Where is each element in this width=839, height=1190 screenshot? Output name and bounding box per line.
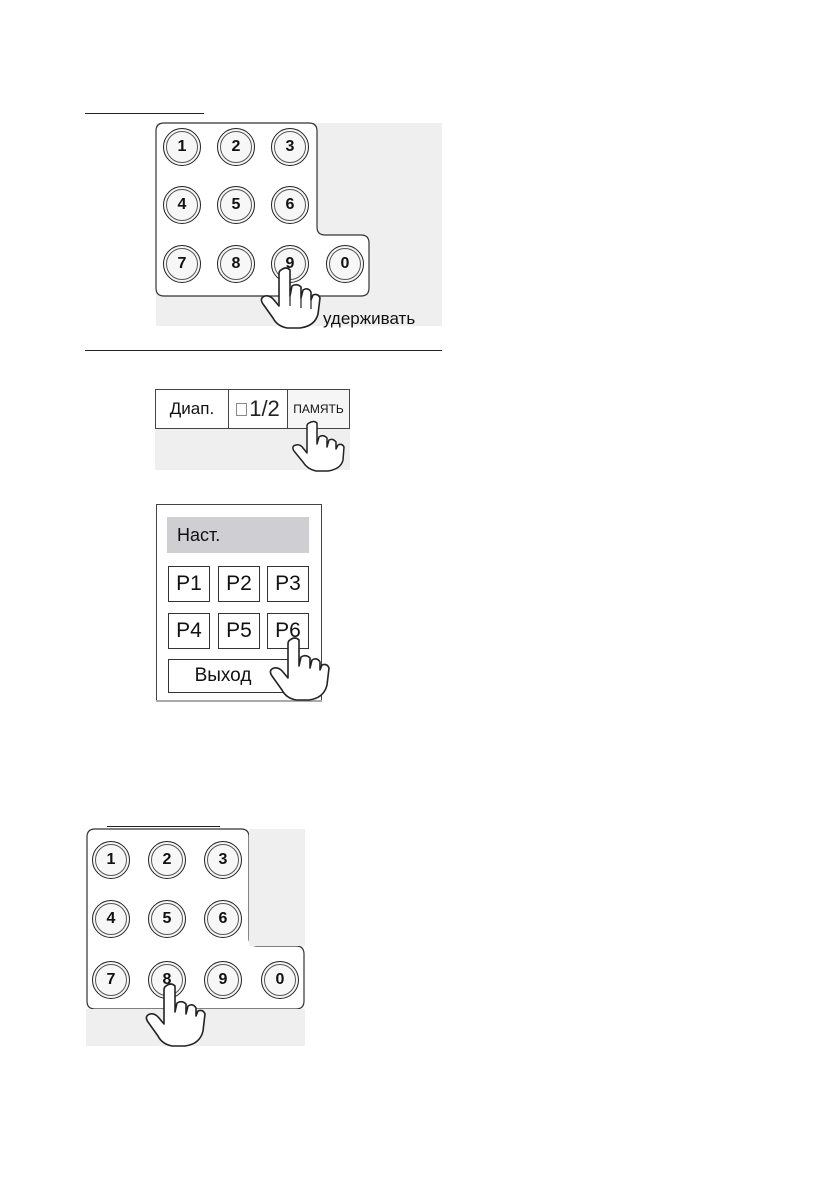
header-rule-2 bbox=[107, 826, 220, 827]
key-button[interactable]: 1 bbox=[163, 128, 201, 166]
key-button[interactable]: 0 bbox=[261, 961, 299, 999]
key-button[interactable]: 4 bbox=[163, 186, 201, 224]
half-button[interactable]: 1/2 bbox=[229, 390, 288, 428]
key-label: 2 bbox=[231, 138, 241, 155]
key-label: 9 bbox=[218, 971, 228, 988]
key-button[interactable]: 2 bbox=[148, 841, 186, 879]
preset-button-p5[interactable]: P5 bbox=[218, 613, 260, 649]
pointing-hand-icon bbox=[292, 420, 345, 472]
key-button[interactable]: 0 bbox=[326, 245, 364, 283]
key-button[interactable]: 9 bbox=[204, 961, 242, 999]
key-button[interactable]: 6 bbox=[271, 186, 309, 224]
key-button[interactable]: 8 bbox=[217, 245, 255, 283]
preset-label: P3 bbox=[275, 572, 301, 595]
exit-label: Выход bbox=[194, 665, 252, 686]
key-button[interactable]: 4 bbox=[92, 900, 130, 938]
key-label: 6 bbox=[218, 910, 228, 927]
range-button[interactable]: Диап. bbox=[156, 390, 229, 428]
key-label: 4 bbox=[177, 196, 187, 213]
range-label: Диап. bbox=[169, 399, 215, 418]
preset-menu-title-text: Наст. bbox=[177, 524, 221, 545]
memory-label: ПАМЯТЬ bbox=[293, 402, 344, 416]
preset-menu-title: Наст. bbox=[167, 517, 309, 553]
preset-button-p3[interactable]: P3 bbox=[267, 566, 309, 602]
preset-label: P4 bbox=[176, 619, 202, 642]
key-button[interactable]: 5 bbox=[217, 186, 255, 224]
key-button[interactable]: 3 bbox=[271, 128, 309, 166]
screen-bar: Диап. 1/2 ПАМЯТЬ bbox=[155, 389, 350, 429]
key-label: 3 bbox=[218, 851, 228, 868]
hold-label: удерживать bbox=[323, 309, 416, 328]
key-label: 1 bbox=[106, 851, 116, 868]
key-label: 8 bbox=[162, 971, 172, 988]
section-rule bbox=[85, 350, 442, 351]
key-label: 7 bbox=[106, 971, 116, 988]
preset-label: P2 bbox=[226, 572, 252, 595]
header-rule-1 bbox=[85, 113, 204, 114]
preset-button-p4[interactable]: P4 bbox=[168, 613, 210, 649]
pointing-hand-icon bbox=[145, 983, 206, 1047]
key-label: 3 bbox=[285, 138, 295, 155]
preset-label: P1 bbox=[176, 572, 202, 595]
key-button[interactable]: 1 bbox=[92, 841, 130, 879]
key-label: 5 bbox=[162, 910, 172, 927]
memory-button[interactable]: ПАМЯТЬ bbox=[288, 390, 349, 428]
key-label: 2 bbox=[162, 851, 172, 868]
key-button[interactable]: 9 bbox=[271, 245, 309, 283]
half-label: 1/2 bbox=[249, 396, 280, 421]
key-button[interactable]: 6 bbox=[204, 900, 242, 938]
key-label: 0 bbox=[340, 255, 350, 272]
key-label: 1 bbox=[177, 138, 187, 155]
key-button[interactable]: 2 bbox=[217, 128, 255, 166]
pointing-hand-icon bbox=[260, 267, 321, 329]
preset-menu-shadow bbox=[156, 700, 322, 702]
preset-button-p2[interactable]: P2 bbox=[218, 566, 260, 602]
preset-label: P5 bbox=[226, 619, 252, 642]
page-icon bbox=[236, 402, 248, 416]
preset-button-p1[interactable]: P1 bbox=[168, 566, 210, 602]
key-label: 5 bbox=[231, 196, 241, 213]
key-label: 6 bbox=[285, 196, 295, 213]
key-label: 7 bbox=[177, 255, 187, 272]
key-button[interactable]: 7 bbox=[92, 961, 130, 999]
key-button[interactable]: 5 bbox=[148, 900, 186, 938]
key-button[interactable]: 7 bbox=[163, 245, 201, 283]
key-label: 8 bbox=[231, 255, 241, 272]
preset-button-p6[interactable]: P6 bbox=[267, 613, 309, 649]
key-button[interactable]: 3 bbox=[204, 841, 242, 879]
keypad-panel-background bbox=[249, 829, 305, 946]
key-label: 9 bbox=[285, 255, 295, 272]
key-label: 4 bbox=[106, 910, 116, 927]
key-label: 0 bbox=[275, 971, 285, 988]
preset-label: P6 bbox=[275, 619, 301, 642]
pointing-hand-icon bbox=[269, 637, 330, 701]
